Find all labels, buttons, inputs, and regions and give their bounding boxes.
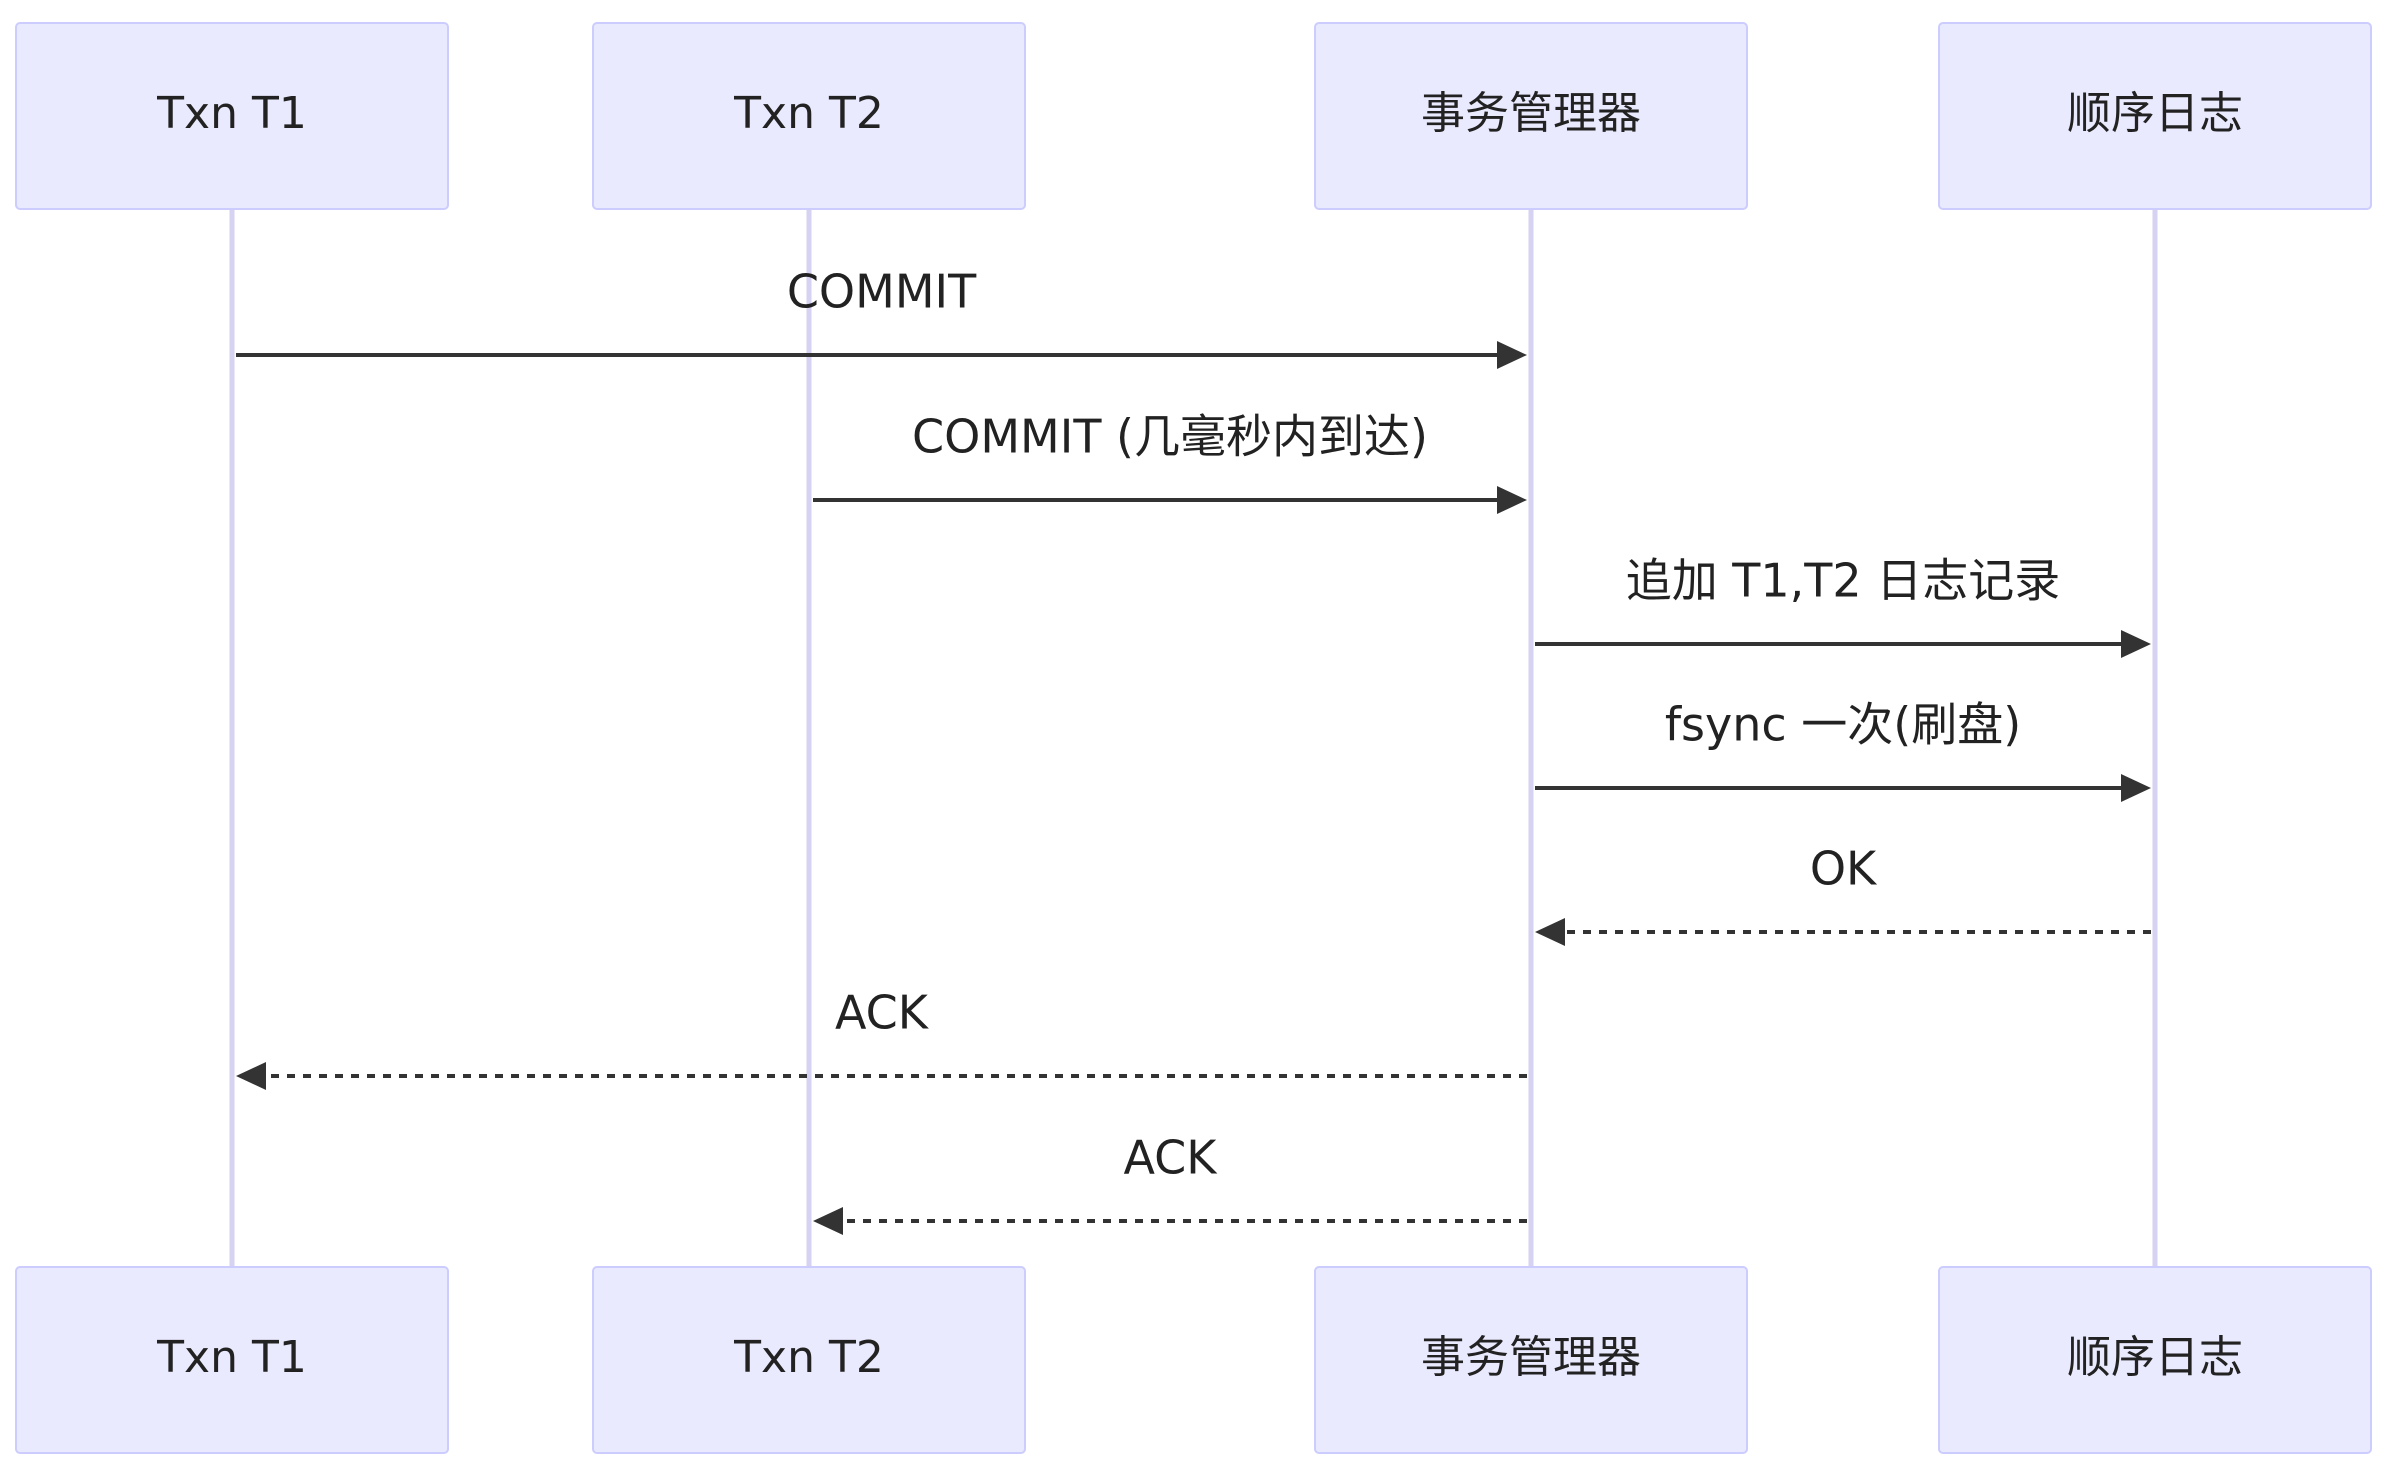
message-label: ACK bbox=[1124, 1131, 1219, 1185]
arrowhead bbox=[2121, 774, 2151, 802]
arrowhead bbox=[1497, 341, 1527, 369]
participant-box bbox=[15, 22, 449, 210]
participant-label: Txn T2 bbox=[733, 1332, 884, 1383]
participant-label: 顺序日志 bbox=[2067, 1332, 2243, 1383]
lifelines bbox=[229, 209, 2158, 1267]
message-1: COMMIT bbox=[236, 265, 1527, 369]
arrowhead bbox=[1497, 486, 1527, 514]
participant-t2-top: Txn T2 bbox=[592, 22, 1026, 210]
participant-label: 事务管理器 bbox=[1421, 1332, 1641, 1383]
arrowhead bbox=[236, 1062, 266, 1090]
message-label: COMMIT (几毫秒内到达) bbox=[912, 410, 1428, 464]
message-label: OK bbox=[1810, 842, 1878, 896]
message-label: 追加 T1,T2 日志记录 bbox=[1626, 554, 2061, 608]
participant-box bbox=[1314, 1266, 1748, 1454]
message-7: ACK bbox=[813, 1131, 1527, 1235]
participant-box bbox=[592, 1266, 1026, 1454]
message-4: fsync 一次(刷盘) bbox=[1535, 698, 2151, 802]
message-label: fsync 一次(刷盘) bbox=[1665, 698, 2021, 752]
participant-tm-bottom: 事务管理器 bbox=[1314, 1266, 1748, 1454]
message-3: 追加 T1,T2 日志记录 bbox=[1535, 554, 2151, 658]
participant-box bbox=[592, 22, 1026, 210]
arrowhead bbox=[1535, 918, 1565, 946]
participant-label: Txn T1 bbox=[156, 88, 307, 139]
participant-box bbox=[1938, 22, 2372, 210]
participant-label: 顺序日志 bbox=[2067, 88, 2243, 139]
participant-log-bottom: 顺序日志 bbox=[1938, 1266, 2372, 1454]
participant-t2-bottom: Txn T2 bbox=[592, 1266, 1026, 1454]
arrowhead bbox=[2121, 630, 2151, 658]
message-label: ACK bbox=[835, 986, 930, 1040]
message-5: OK bbox=[1535, 842, 2151, 946]
participant-tm-top: 事务管理器 bbox=[1314, 22, 1748, 210]
message-label: COMMIT bbox=[787, 265, 977, 319]
participant-log-top: 顺序日志 bbox=[1938, 22, 2372, 210]
participant-label: Txn T1 bbox=[156, 1332, 307, 1383]
participant-t1-top: Txn T1 bbox=[15, 22, 449, 210]
message-6: ACK bbox=[236, 986, 1527, 1090]
participant-t1-bottom: Txn T1 bbox=[15, 1266, 449, 1454]
participant-label: 事务管理器 bbox=[1421, 88, 1641, 139]
participant-label: Txn T2 bbox=[733, 88, 884, 139]
participant-box bbox=[15, 1266, 449, 1454]
participant-box bbox=[1314, 22, 1748, 210]
participant-box bbox=[1938, 1266, 2372, 1454]
arrowhead bbox=[813, 1207, 843, 1235]
message-2: COMMIT (几毫秒内到达) bbox=[813, 410, 1527, 514]
messages: COMMIT COMMIT (几毫秒内到达) 追加 T1,T2 日志记录 fsync … bbox=[236, 265, 2151, 1235]
